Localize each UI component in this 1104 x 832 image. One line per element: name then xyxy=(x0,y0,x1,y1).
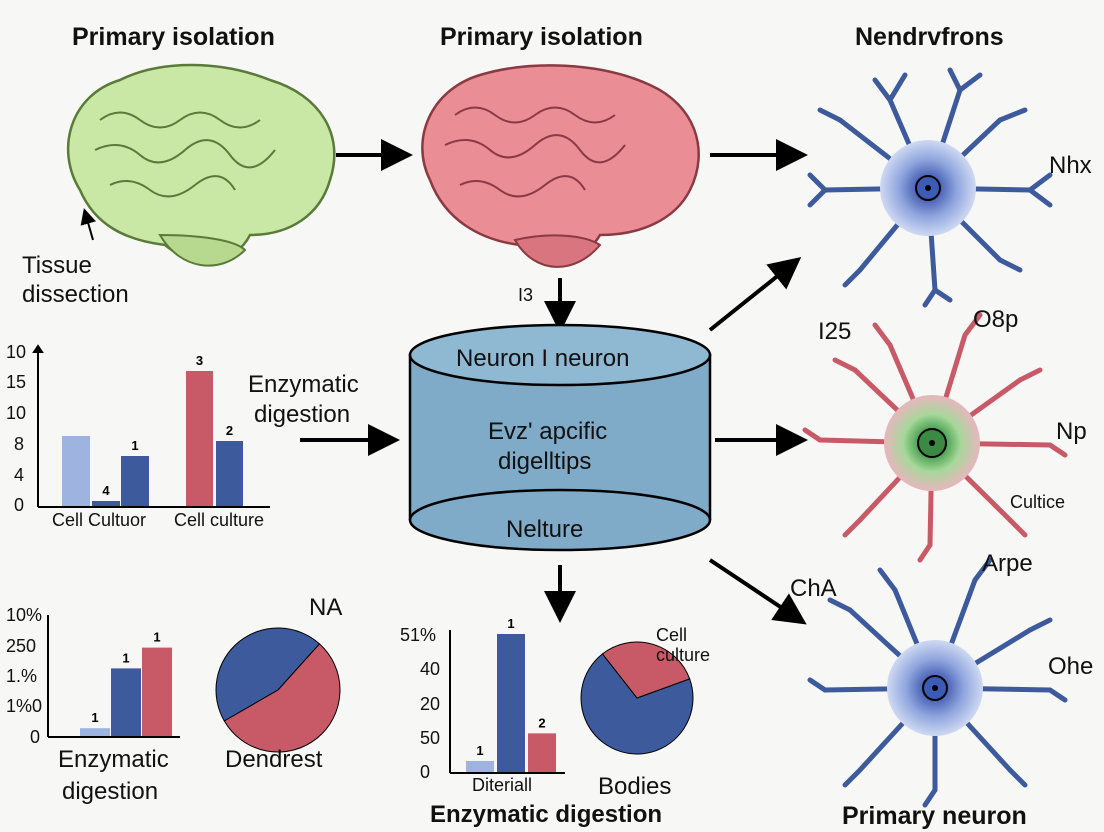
chart-2-ytick-1: 250 xyxy=(6,636,37,656)
pie-1-corner-label: NA xyxy=(309,594,343,621)
chart-3-ytick-1: 40 xyxy=(420,659,441,679)
flow-arrows xyxy=(80,139,808,625)
blue-neuron-top-icon xyxy=(807,67,1053,308)
tissue-label: Tissue xyxy=(22,252,92,279)
chart-1-bar-label-3: 3 xyxy=(196,353,203,368)
neuron-2-label-right: Np xyxy=(1056,418,1087,445)
chart-1-ytick-2: 10 xyxy=(6,403,27,423)
pie-2-label: Bodies xyxy=(598,773,672,800)
chart-1-axes xyxy=(32,344,270,508)
chart-2-xlabel-1: Enzymatic xyxy=(58,746,169,773)
chart-1-bar-2 xyxy=(121,456,149,506)
chart-2-ytick-4: 0 xyxy=(30,727,41,747)
chart-1-ytick-0: 10 xyxy=(6,342,27,362)
chart-1-xlabel-2: Cell culture xyxy=(174,510,265,530)
neuron-1-label: Nhx xyxy=(1049,152,1092,179)
pie-2-corner-label-1: Cell xyxy=(656,625,688,645)
cylinder-bottom-label: Nelture xyxy=(506,516,584,543)
chart-3-ytick-3: 20 xyxy=(420,694,441,714)
chart-2-bar-label-0: 1 xyxy=(91,710,98,725)
chart-1-bar-label-4: 2 xyxy=(226,423,233,438)
chart-3-bar-0 xyxy=(466,760,494,772)
chart-2-axes xyxy=(47,615,180,738)
chart-3-xlabel: Diteriall xyxy=(472,775,533,795)
neuron-2-label-left: I25 xyxy=(818,318,852,345)
blue-neuron-bottom-icon xyxy=(807,557,1068,808)
chart-3-ytick-5: 0 xyxy=(420,762,431,782)
chart-2-ytick-0: 10% xyxy=(6,605,43,625)
enzymatic-label-2: digestion xyxy=(254,401,351,428)
process-cylinder xyxy=(408,323,712,552)
green-neuron-icon xyxy=(802,312,1068,563)
header-primary-isolation-1: Primary isolation xyxy=(72,23,275,51)
neuron-2-label-top: O8p xyxy=(973,306,1019,333)
chart-3-bar-2 xyxy=(528,733,556,772)
header-primary-isolation-2: Primary isolation xyxy=(440,23,643,51)
chart-3-bar-label-0: 1 xyxy=(476,743,483,758)
chart-2-xlabel-2: digestion xyxy=(62,778,159,805)
chart-3-axes xyxy=(449,630,565,774)
chart-1-ytick-1: 15 xyxy=(6,372,27,392)
neuron-3-label-left: ChA xyxy=(790,575,837,602)
chart-1-xlabel-1: Cell Cultuor xyxy=(52,510,147,530)
chart-3-ytick-4: 50 xyxy=(420,728,441,748)
chart-3-bar-label-2: 2 xyxy=(538,715,545,730)
header-primary-neuron: Primary neuron xyxy=(842,802,1027,830)
cylinder-mid-label-2: digelltips xyxy=(498,448,592,475)
pie-chart-left xyxy=(215,627,341,753)
dissection-label: dissection xyxy=(22,281,129,308)
chart-2-bar-1 xyxy=(111,668,141,736)
pink-brain-icon xyxy=(421,64,700,268)
pie-chart-right xyxy=(580,641,694,755)
chart-2-bar-label-2: 1 xyxy=(153,630,160,645)
neuron-3-label-top: Arpe xyxy=(982,550,1033,577)
chart-1-bar-label-2: 1 xyxy=(131,438,138,453)
chart-2-bar-2 xyxy=(142,647,172,736)
chart-3-bars: 1 1 2 xyxy=(466,616,556,772)
chart-3-bar-label-1: 1 xyxy=(507,616,514,631)
chart-1-bar-0 xyxy=(62,436,90,506)
pie2-slice-0 xyxy=(580,653,694,755)
neuron-3-label-right: Ohe xyxy=(1048,653,1094,680)
chart-1-ytick-5: 0 xyxy=(14,495,25,515)
chart-2-ytick-3: 1%0 xyxy=(6,696,43,716)
chart-1-bar-label-1: 4 xyxy=(102,483,110,498)
cylinder-mid-label-1: Evz' apcific xyxy=(488,418,608,445)
cylinder-top-label: Neuron I neuron xyxy=(456,345,630,372)
chart-1-ytick-3: 8 xyxy=(14,434,25,454)
pie1-slice-0 xyxy=(215,627,321,722)
green-brain-icon xyxy=(66,63,336,267)
neuron-2-label-bottom: Cultice xyxy=(1010,492,1066,512)
chart-2-ytick-2: 1.% xyxy=(6,666,38,686)
chart-1-bars: 4 1 3 2 xyxy=(62,353,243,506)
pie-2-corner-label-2: culture xyxy=(656,645,711,665)
chart-3-footer: Enzymatic digestion xyxy=(430,801,663,828)
chart-2-bars: 1 1 1 xyxy=(80,630,172,736)
chart-1-bar-3 xyxy=(186,371,213,506)
chart-1-ytick-4: 4 xyxy=(14,465,25,485)
chart-2-bar-label-1: 1 xyxy=(122,650,129,665)
chart-1-bar-4 xyxy=(216,441,243,506)
pie-1-label: Dendrest xyxy=(225,746,323,773)
arrow-down-label: I3 xyxy=(518,285,534,305)
enzymatic-label-1: Enzymatic xyxy=(248,371,359,398)
pie1-slice-1 xyxy=(223,643,341,753)
chart-3-bar-1 xyxy=(497,634,525,772)
chart-1-bar-1 xyxy=(92,501,120,506)
header-neurons: Nendrvfrons xyxy=(855,23,1004,51)
pie2-slice-1 xyxy=(601,641,691,699)
chart-2-bar-0 xyxy=(80,728,110,736)
chart-3-ytick-0: 51% xyxy=(400,625,437,645)
